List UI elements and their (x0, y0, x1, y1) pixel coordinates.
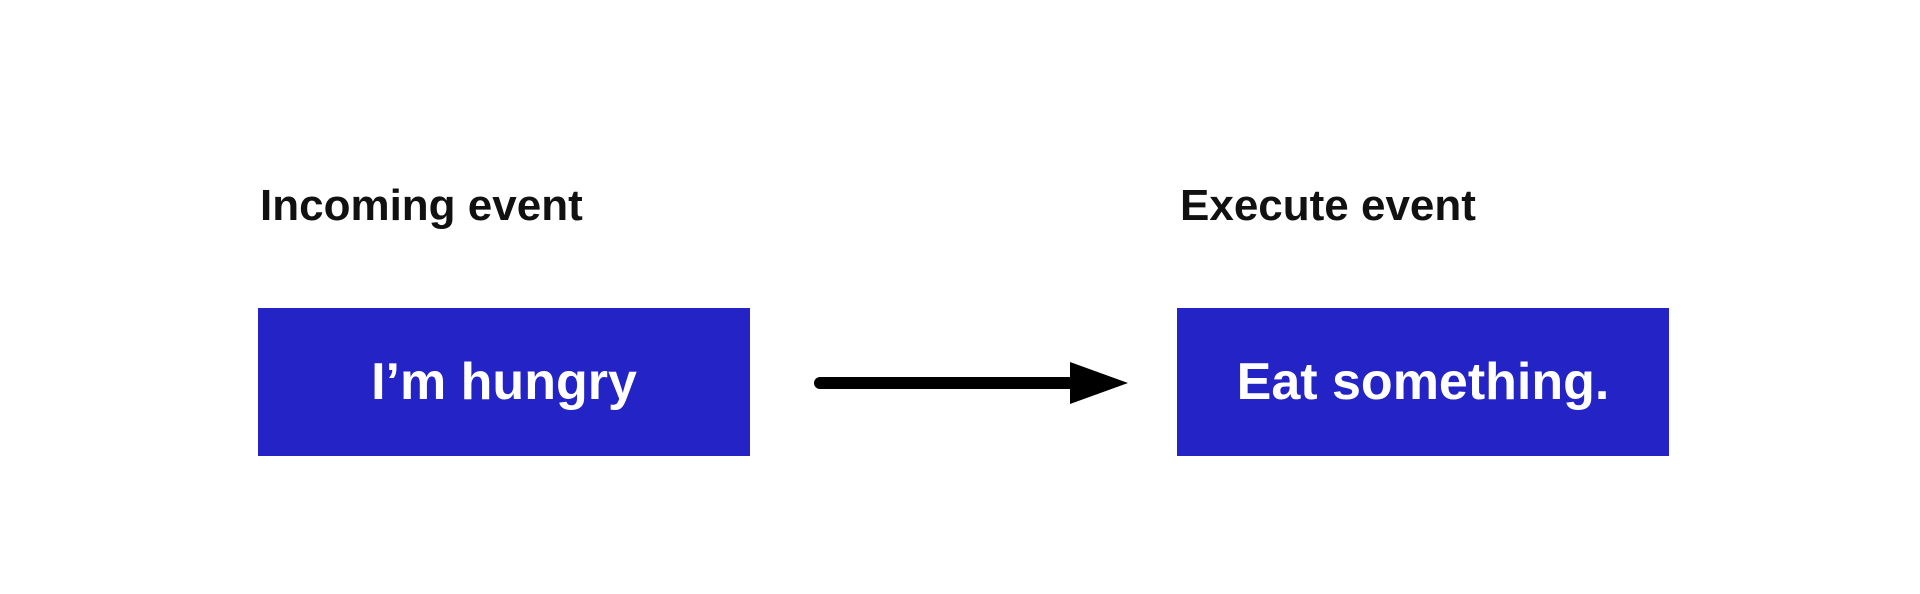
execute-event-heading: Execute event (1180, 181, 1476, 230)
incoming-event-box: I’m hungry (258, 308, 750, 456)
execute-event-text: Eat something. (1236, 353, 1610, 411)
execute-event-box: Eat something. (1177, 308, 1669, 456)
right-arrow-icon (814, 362, 1128, 404)
incoming-event-heading: Incoming event (260, 181, 583, 230)
arrow-head (1070, 362, 1128, 404)
incoming-event-text: I’m hungry (371, 353, 637, 411)
